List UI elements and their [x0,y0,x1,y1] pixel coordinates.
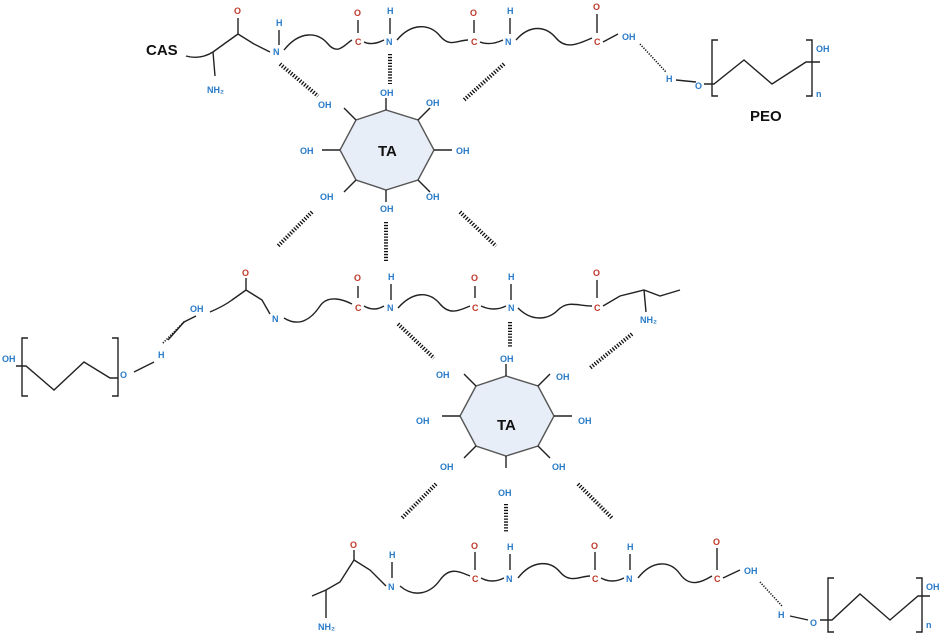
o-peo-bottom: O [810,618,817,628]
ta2-oh-4: OH [578,416,592,426]
c-b1: C [472,574,479,584]
peo-unit-bottom: O OH n [789,577,940,633]
o-carbonyl-3: O [470,8,477,18]
tannic-acid-ring-top: TA OH OH OH OH OH OH OH OH [300,88,470,214]
n-m3: N [508,303,515,313]
c-m3: C [594,303,601,313]
h-bond-bottom: H [778,610,785,620]
h-bonds-ta2-lower [400,482,614,532]
ta1-oh-1: OH [318,100,332,110]
h-bonds-ta1-lower [276,210,498,262]
n-1: N [273,47,280,57]
o-carbonyl-m1: O [242,268,249,278]
n-b1: N [388,582,395,592]
c-1: C [355,37,362,47]
ta-label-bottom: TA [497,417,516,434]
ta1-oh-5: OH [426,192,440,202]
o-carbonyl-m4: O [593,268,600,278]
sub-n-bottom: n [926,620,932,630]
peo-label: PEO [750,108,782,125]
ta1-oh-4: OH [456,146,470,156]
h-b1: H [389,550,396,560]
oh-peo-middle: OH [2,354,16,364]
ta1-oh-2: OH [380,88,394,98]
c-m2: C [472,303,479,313]
h-bond-middle: H [158,350,165,360]
o-carbonyl-m2: O [354,273,361,283]
oh-peo-bottom: OH [926,582,940,592]
nh2-top-left: NH₂ [207,85,224,95]
o-carbonyl-b4: O [713,537,720,547]
n-2: N [386,37,393,47]
h-2: H [387,6,394,16]
cas-chain-top: CAS NH₂ O N H C O N H C O N H C O OH H [146,2,673,95]
h-bonds-top [278,54,506,102]
peo-unit-top: O OH n PEO [675,39,830,125]
cas-chain-middle: OH O N C O N H C O N H C O NH₂ [167,268,681,341]
ta2-oh-6: OH [498,488,512,498]
h-b2: H [507,542,514,552]
c-b3: C [714,574,721,584]
n-b2: N [506,574,513,584]
peo-unit-middle-left: H O OH [2,321,185,397]
oh-chain-middle: OH [190,304,204,314]
c-2: C [471,37,478,47]
oh-chain-bottom: OH [744,566,758,576]
nh2-bottom: NH₂ [318,622,335,632]
oh-chain-top: OH [622,32,636,42]
sub-n-top: n [816,89,822,99]
ta2-oh-1: OH [436,370,450,380]
h-bonds-middle [396,322,634,370]
h-m3: H [508,272,515,282]
h-b3: H [627,542,634,552]
n-m2: N [387,303,394,313]
ta2-oh-2: OH [500,354,514,364]
c-3: C [594,37,601,47]
o-carbonyl-m3: O [471,273,478,283]
ta1-oh-6: OH [380,204,394,214]
ta2-oh-3: OH [556,372,570,382]
ta2-oh-5: OH [552,462,566,472]
h-3: H [507,6,514,16]
o-carbonyl-b2: O [471,541,478,551]
o-carbonyl-b3: O [591,541,598,551]
o-peo-middle: O [120,370,127,380]
o-carbonyl-b1: O [350,540,357,550]
ta2-oh-7: OH [440,462,454,472]
n-b3: N [626,574,633,584]
n-m1: N [272,314,279,324]
o-carbonyl-4: O [593,2,600,12]
h-m2: H [388,272,395,282]
c-b2: C [592,574,599,584]
nh2-middle: NH₂ [640,315,657,325]
oh-peo-top: OH [816,44,830,54]
o-carbonyl-1: O [234,6,241,16]
h-1: H [276,18,283,28]
ta2-oh-8: OH [416,416,430,426]
tannic-acid-ring-bottom: TA OH OH OH OH OH OH OH OH [416,354,592,498]
o-peo-top: O [695,81,702,91]
cas-label: CAS [146,42,178,59]
n-3: N [505,37,512,47]
ta1-oh-8: OH [300,146,314,156]
o-carbonyl-2: O [354,8,361,18]
ta1-oh-3: OH [426,98,440,108]
h-bond-top: H [666,74,673,84]
cas-chain-bottom: NH₂ O N H C O N H C O N H C O OH H [311,537,785,632]
ta-label-top: TA [378,143,397,160]
c-m1: C [355,303,362,313]
ta1-oh-7: OH [320,192,334,202]
